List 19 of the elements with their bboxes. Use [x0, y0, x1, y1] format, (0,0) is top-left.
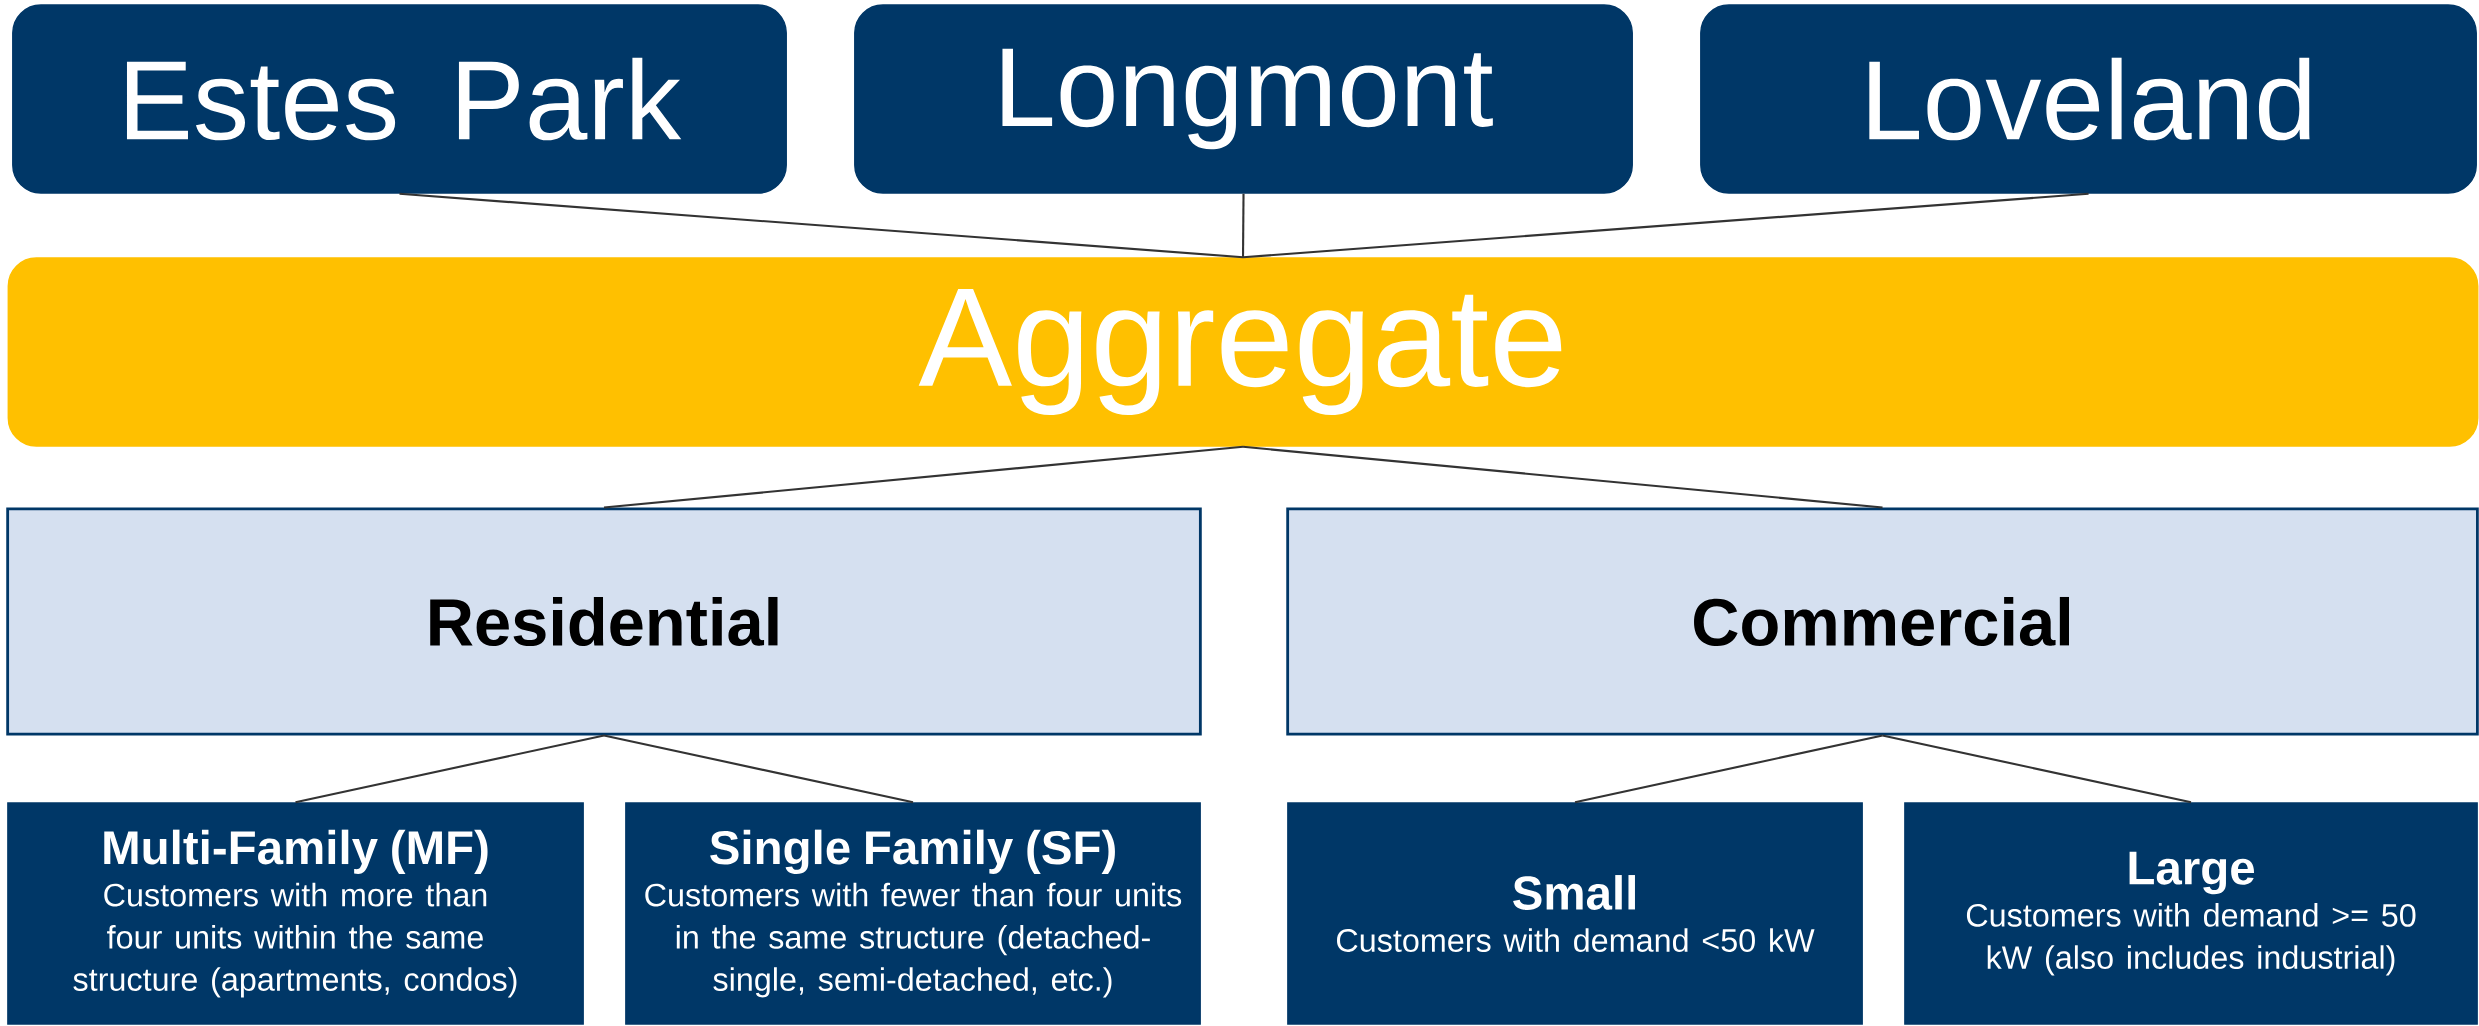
connector-line — [295, 734, 605, 804]
segment-box: Multi-Family (MF) Customers with more than four units within the same structure (apartments, condos) — [7, 802, 584, 1025]
connector-line — [603, 445, 1244, 509]
category-box: Commercial — [1286, 507, 2479, 736]
connector-line — [1574, 734, 1883, 804]
connector-line — [1242, 192, 2089, 259]
connector-line — [399, 192, 1244, 259]
connector-line — [1242, 445, 1883, 509]
segment-box: Single Family (SF) Customers with fewer than four units in the same structure (detached-single, semi-detached, etc.) — [625, 802, 1201, 1025]
city-box: Estes Park — [12, 4, 787, 194]
category-box: Residential — [6, 507, 1202, 736]
segment-box: Large Customers with demand >= 50 kW (also includes industrial) — [1904, 802, 2478, 1025]
connector-line — [1882, 734, 2192, 804]
aggregate-band: Aggregate — [7, 257, 2479, 447]
city-box: Loveland — [1700, 4, 2477, 194]
segment-box: Small Customers with demand <50 kW — [1287, 802, 1863, 1025]
connector-line — [603, 734, 914, 804]
city-box: Longmont — [854, 4, 1633, 194]
connector-line — [1241, 193, 1245, 258]
